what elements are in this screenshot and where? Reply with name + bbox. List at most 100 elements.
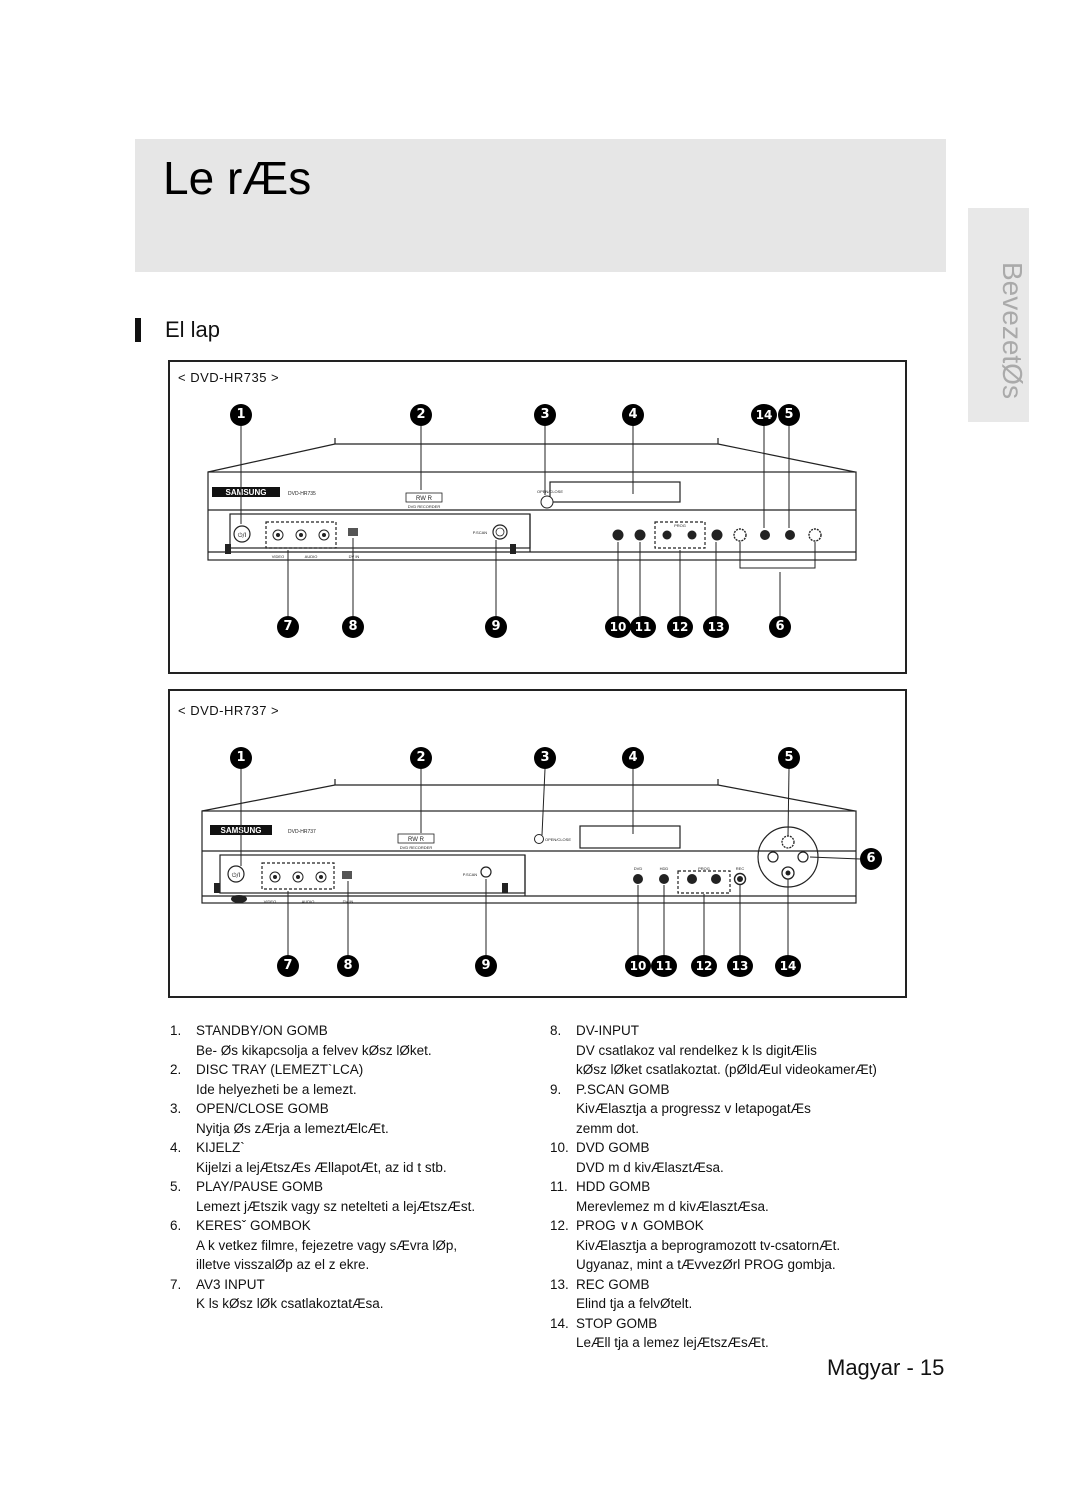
item-heading: HDD GOMB (576, 1179, 651, 1194)
side-tab: BevezetØs (968, 208, 1029, 422)
item-description: A k vetkez filmre, fejezetre vagy sÆvra … (196, 1237, 458, 1253)
panel-label: < DVD-HR735 > (178, 370, 280, 385)
item-heading: DISC TRAY (LEMEZT`LCA) (196, 1062, 364, 1077)
description-item: 3. OPEN/CLOSE GOMB Nyitja Øs zÆrja a lemez… (170, 1099, 530, 1138)
item-description: Elind tja a felvØtelt. (576, 1296, 693, 1311)
description-item: 4.KIJELZ`Kijelzi a lejÆtszÆs ÆllapotÆt, … (170, 1138, 530, 1177)
panel-label: < DVD-HR737 > (178, 703, 280, 718)
item-number: 7. (170, 1276, 182, 1292)
side-tab-label: BevezetØs (997, 262, 1028, 399)
callout-12: 12 (691, 955, 717, 977)
item-number: 10. (550, 1140, 569, 1155)
open-close-label: OPEN/CLOSE (545, 837, 571, 842)
callout-6: 6 (769, 616, 791, 638)
callout-13: 13 (703, 616, 729, 638)
callout-9: 9 (485, 616, 507, 638)
item-number: 1. (170, 1023, 182, 1038)
description-item: 6. KERESˇ GOMBOK A k vetkez filmre, fejeze… (170, 1216, 530, 1275)
item-heading: REC GOMB (576, 1276, 650, 1292)
dv-in-label: DV IN (349, 554, 360, 559)
pscan-label: P.SCAN (473, 530, 487, 535)
model-label: DVD-HR735 (288, 491, 316, 497)
callout-9: 9 (475, 955, 497, 977)
video-label: VIDEO (264, 899, 276, 904)
item-number: 11. (550, 1179, 568, 1194)
item-description: Kijelzi a lejÆtszÆs ÆllapotÆt, az id t s… (196, 1159, 447, 1175)
item-number: 8. (550, 1023, 562, 1038)
item-heading: AV3 INPUT (196, 1276, 265, 1292)
dvd-label: DVD (634, 866, 643, 871)
callout-14: 14 (775, 955, 801, 977)
item-description: zemm dot. (576, 1120, 640, 1136)
item-number: 5. (170, 1179, 182, 1194)
callout-13: 13 (727, 955, 753, 977)
callout-8: 8 (337, 955, 359, 977)
callout-2: 2 (410, 404, 432, 426)
section-marker (135, 318, 141, 342)
audio-label: AUDIO (302, 899, 315, 904)
dvd-recorder-label: DVD RECORDER (400, 845, 433, 850)
audio-label: AUDIO (305, 554, 318, 559)
item-number: 9. (550, 1081, 562, 1097)
pscan-label: P.SCAN (463, 872, 477, 877)
rw-badge: RW R (408, 837, 425, 843)
description-item: 7. AV3 INPUT K ls kØsz lØk csatlakoztatÆsa… (170, 1275, 530, 1314)
callout-4: 4 (622, 404, 644, 426)
device-drawing-hr735: SAMSUNG DVD-HR735 RW R DVD RECORDER OPEN… (207, 426, 857, 616)
description-item: 1. STANDBY/ON GOMB Be- Øs kikapcsolja a fe… (170, 1021, 530, 1060)
item-description: KivÆlasztja a progressz v letapogatÆs (576, 1101, 811, 1116)
item-heading: OPEN/CLOSE GOMB (196, 1101, 329, 1116)
callout-3: 3 (534, 404, 556, 426)
open-close-label: OPEN/CLOSE (537, 489, 563, 494)
item-description: Nyitja Øs zÆrja a lemeztÆlcÆt. (196, 1120, 389, 1136)
item-heading: P.SCAN GOMB (576, 1081, 670, 1097)
panel-dvd-hr737: < DVD-HR737 > 1 2 3 4 5 6 SAMSUNG DVD-HR… (168, 689, 907, 998)
description-list-left: 1. STANDBY/ON GOMB Be- Øs kikapcsolja a fe… (170, 1021, 530, 1314)
callout-8: 8 (342, 616, 364, 638)
video-label: VIDEO (272, 554, 284, 559)
rec-label: REC (736, 866, 745, 871)
prog-label: PROG (674, 523, 686, 528)
callout-3: 3 (534, 747, 556, 769)
page-footer: Magyar - 15 (827, 1355, 945, 1380)
brand-label: SAMSUNG (226, 488, 267, 497)
callout-1: 1 (230, 404, 252, 426)
callout-11: 11 (630, 616, 656, 638)
item-number: 13. (550, 1276, 569, 1292)
item-description: DVD m d kivÆlasztÆsa. (576, 1159, 724, 1175)
model-label: DVD-HR737 (288, 829, 316, 835)
callout-14: 14 (751, 404, 777, 426)
callout-7: 7 (277, 616, 299, 638)
item-number: 3. (170, 1101, 182, 1116)
callout-2: 2 (410, 747, 432, 769)
hdd-label: HDD (660, 866, 669, 871)
item-description: Lemezt jÆtszik vagy sz netelteti a lejÆt… (196, 1198, 476, 1214)
description-item: 13. REC GOMB Elind tja a felvØtelt. (550, 1275, 930, 1314)
description-item: 9. P.SCAN GOMB KivÆlasztja a progressz v l… (550, 1080, 930, 1139)
item-description: Be- Øs kikapcsolja a felvev kØsz lØket. (196, 1042, 432, 1058)
item-heading: KIJELZ` (196, 1140, 245, 1155)
callout-7: 7 (277, 955, 299, 977)
item-description: DV csatlakoz val rendelkez k ls digitÆli… (576, 1042, 817, 1058)
description-item: 2.DISC TRAY (LEMEZT`LCA)Ide helyezheti b… (170, 1060, 530, 1099)
device-drawing-hr737: SAMSUNG DVD-HR737 RW R DVD RECORDER OPEN… (201, 768, 861, 955)
item-number: 14. (550, 1315, 569, 1331)
item-description: K ls kØsz lØk csatlakoztatÆsa. (196, 1296, 384, 1311)
item-heading: STANDBY/ON GOMB (196, 1023, 328, 1038)
item-heading: KERESˇ GOMBOK (196, 1218, 311, 1233)
item-description: LeÆll tja a lemez lejÆtszÆsÆt. (576, 1335, 769, 1350)
callout-4: 4 (622, 747, 644, 769)
dvd-recorder-label: DVD RECORDER (408, 504, 441, 509)
rw-badge: RW R (416, 496, 433, 502)
standby-label: ⏻/I (238, 532, 247, 539)
callout-11: 11 (651, 955, 677, 977)
item-number: 6. (170, 1218, 182, 1233)
item-description: Ugyanaz, mint a tÆvvezØrl PROG gombja. (576, 1257, 836, 1272)
item-heading: PROG ∨∧ GOMBOK (576, 1218, 704, 1233)
callout-6: 6 (860, 848, 882, 870)
